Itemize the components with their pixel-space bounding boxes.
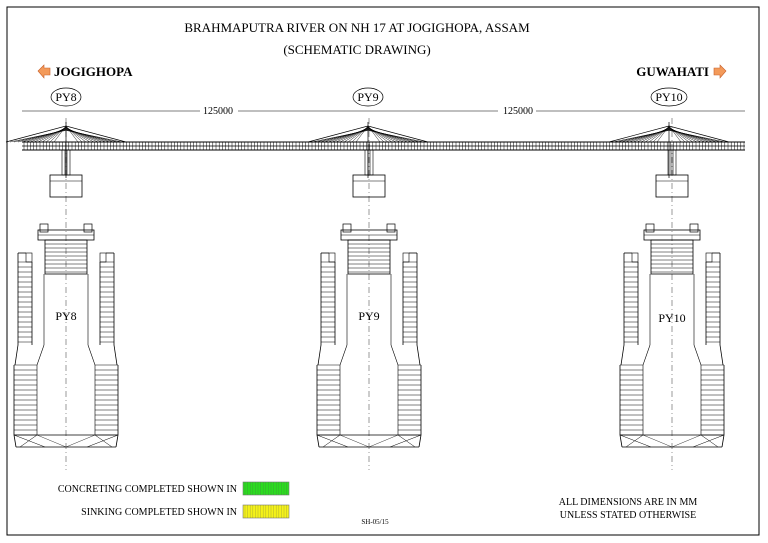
- span-dimension-1: 125000: [203, 106, 233, 117]
- legend-sinking-label: SINKING COMPLETED SHOWN IN: [81, 507, 237, 518]
- pier-tag-py8: PY8: [50, 87, 82, 107]
- pier-tag-py10: PY10: [650, 87, 688, 107]
- span-dimension-2: 125000: [503, 106, 533, 117]
- pier-py9: [316, 118, 422, 470]
- note-line-2: UNLESS STATED OTHERWISE: [560, 510, 696, 521]
- pier-py10: [619, 118, 725, 470]
- note-line-1: ALL DIMENSIONS ARE IN MM: [559, 497, 698, 508]
- pier-group: [13, 118, 725, 470]
- pier-tag-label: PY10: [655, 90, 682, 104]
- pier-py8: [13, 118, 119, 470]
- well-label-py9: PY9: [358, 309, 379, 323]
- legend-concreting-label: CONCRETING COMPLETED SHOWN IN: [58, 484, 237, 495]
- drawing-frame: [6, 6, 760, 536]
- drawing-subtitle: (SCHEMATIC DRAWING): [283, 42, 430, 57]
- sheet-number: SH-05/15: [361, 518, 389, 526]
- drawing-title: BRAHMAPUTRA RIVER ON NH 17 AT JOGIGHOPA,…: [184, 20, 530, 35]
- direction-right-label: GUWAHATI: [636, 64, 709, 79]
- pier-tag-label: PY8: [55, 90, 76, 104]
- pier-tag-label: PY9: [357, 90, 378, 104]
- legend-sinking-swatch: [242, 504, 290, 519]
- legend-concreting-swatch: [242, 481, 290, 496]
- well-label-py10: PY10: [658, 311, 685, 325]
- well-label-py8: PY8: [55, 309, 76, 323]
- right-arrow-icon: [713, 64, 727, 79]
- pier-tag-py9: PY9: [352, 87, 384, 107]
- bridge-deck: [22, 141, 745, 151]
- left-arrow-icon: [37, 64, 51, 79]
- direction-left-label: JOGIGHOPA: [54, 64, 133, 79]
- stay-cables: [5, 122, 730, 178]
